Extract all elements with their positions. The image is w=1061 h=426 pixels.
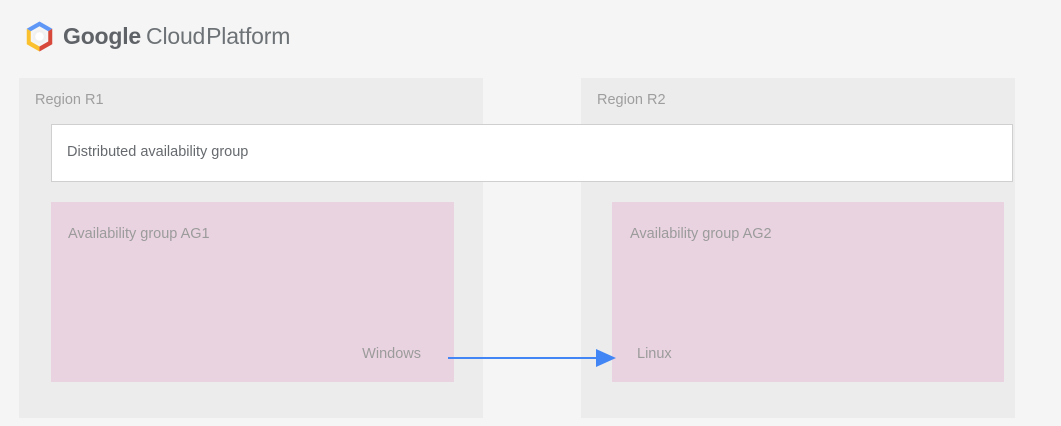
- google-cloud-platform-hexagon-logo-icon: [26, 21, 53, 52]
- availability-group-title-ag1: Availability group AG1: [68, 226, 210, 242]
- availability-group-box-ag2: Availability group AG2 Linux: [612, 202, 1004, 382]
- replication-right-arrow-icon: [448, 349, 616, 367]
- availability-group-box-ag1: Availability group AG1 Windows: [51, 202, 454, 382]
- region-label-r2: Region R2: [597, 92, 666, 108]
- os-label-linux: Linux: [637, 346, 672, 362]
- distributed-availability-group-label: Distributed availability group: [67, 144, 249, 160]
- availability-group-title-ag2: Availability group AG2: [630, 226, 772, 242]
- brand-word-platform: Platform: [206, 23, 291, 49]
- brand-word-google: Google: [63, 23, 142, 49]
- region-label-r1: Region R1: [35, 92, 104, 108]
- architecture-diagram: Region R1 Region R2 Distributed availabi…: [0, 68, 1061, 426]
- os-label-windows: Windows: [362, 346, 421, 362]
- brand-word-cloud: Cloud: [146, 23, 206, 49]
- distributed-availability-group-box: Distributed availability group: [51, 124, 1013, 182]
